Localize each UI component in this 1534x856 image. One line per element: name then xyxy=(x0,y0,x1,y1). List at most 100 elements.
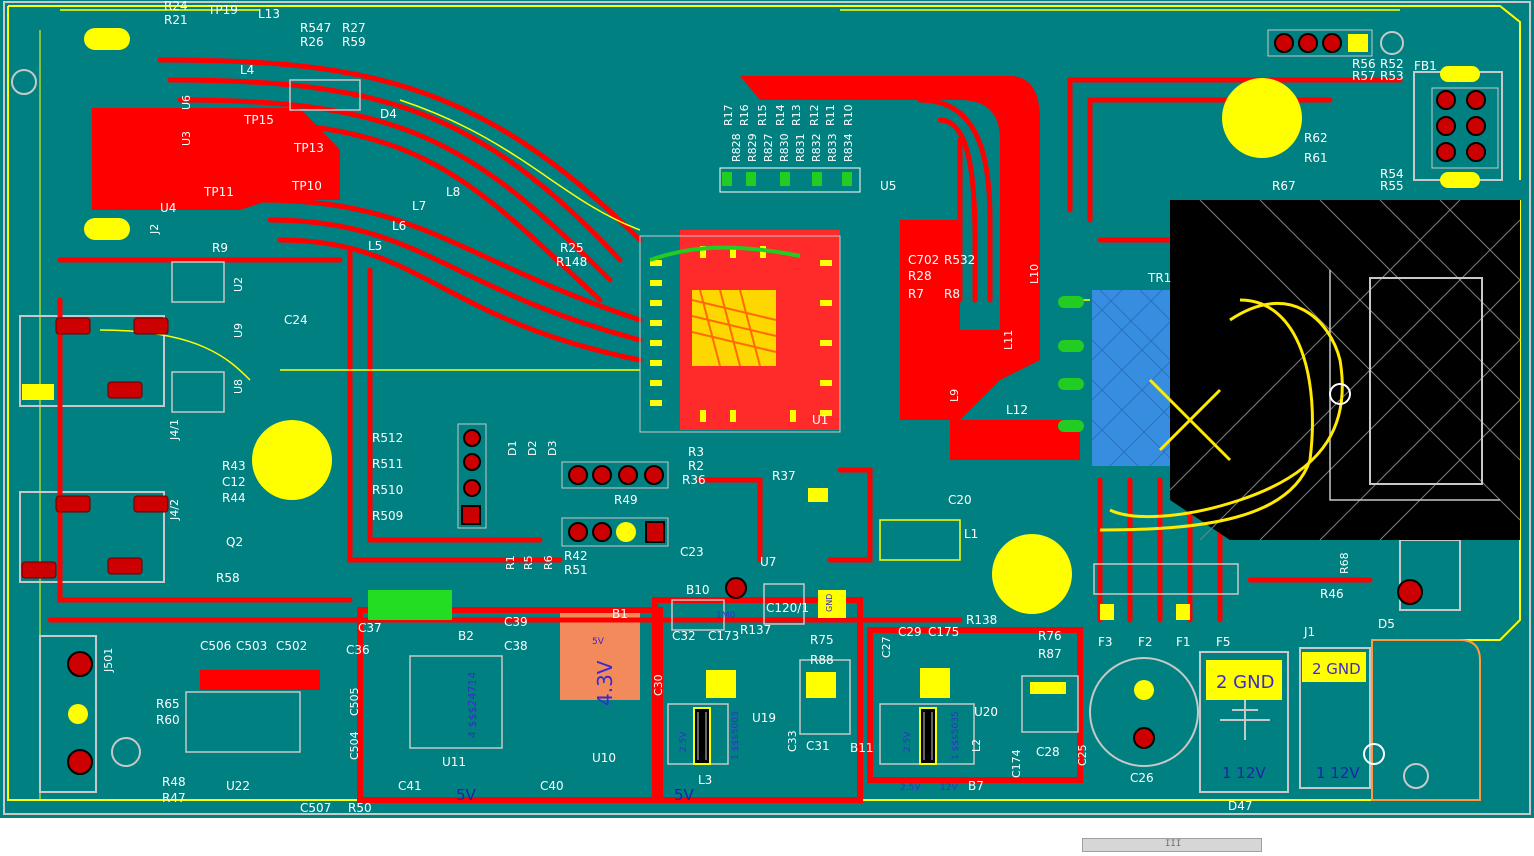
refdes-r148: R148 xyxy=(556,255,587,269)
annotation-part-5003: 1 $$$5003 xyxy=(731,711,741,760)
annotation-gnd-a: 2 GND xyxy=(1216,672,1274,693)
refdes-l10: L10 xyxy=(1028,264,1041,284)
refdes-c120-1: C120/1 xyxy=(766,601,809,615)
annotation-5v-b: 5V xyxy=(674,786,695,804)
annotation-12v-b: 1 12V xyxy=(1316,764,1360,782)
fuse-f2[interactable] xyxy=(1089,657,1199,767)
refdes-j1: J1 xyxy=(1303,625,1315,639)
refdes-u7: U7 xyxy=(760,555,776,569)
refdes-r42: R42 xyxy=(564,549,588,563)
refdes-r28: R28 xyxy=(908,269,932,283)
refdes-r61: R61 xyxy=(1304,151,1328,165)
refdes-l2: L2 xyxy=(970,739,983,752)
refdes-c27: C27 xyxy=(880,636,893,658)
refdes-r55: R55 xyxy=(1380,179,1404,193)
refdes-tp19: TP19 xyxy=(207,3,238,17)
refdes-b11: B11 xyxy=(850,741,874,755)
refdes-l9: L9 xyxy=(948,389,961,402)
refdes-d5: D5 xyxy=(1378,617,1395,631)
refdes-d3: D3 xyxy=(546,441,559,456)
refdes-r57: R57 xyxy=(1352,69,1376,83)
refdes-l3: L3 xyxy=(698,773,712,787)
refdes-r834: R834 xyxy=(842,133,855,162)
resistor-array[interactable] xyxy=(719,167,861,193)
refdes-r52: R52 xyxy=(1380,57,1404,71)
refdes-r13: R13 xyxy=(790,104,803,126)
refdes-r27: R27 xyxy=(342,21,366,35)
annotation-part-24714: 4 $$$24714 xyxy=(466,672,479,738)
annotation-1m0: 1M0 xyxy=(716,611,735,621)
refdes-c41: C41 xyxy=(398,779,422,793)
annotation-5v-c: 5V xyxy=(592,637,605,647)
mcu-u1[interactable] xyxy=(639,235,841,433)
refdes-c29: C29 xyxy=(898,625,922,639)
refdes-r10: R10 xyxy=(842,104,855,126)
refdes-c504: C504 xyxy=(348,731,361,760)
refdes-r51: R51 xyxy=(564,563,588,577)
horizontal-scrollbar-thumb[interactable]: III xyxy=(1082,838,1262,852)
refdes-r511: R511 xyxy=(372,457,403,471)
refdes-r87: R87 xyxy=(1038,647,1062,661)
refdes-r88: R88 xyxy=(810,653,834,667)
refdes-c38: C38 xyxy=(504,639,528,653)
refdes-c173: C173 xyxy=(708,629,739,643)
refdes-c506: C506 xyxy=(200,639,231,653)
net-annotations: 4.3V 5V 5V 5V 1 12V 1 12V 2 GND 2 GND 4 … xyxy=(456,594,1361,804)
refdes-c702: C702 xyxy=(908,253,939,267)
refdes-r68: R68 xyxy=(1338,552,1351,574)
refdes-d2: D2 xyxy=(526,441,539,456)
refdes-r26: R26 xyxy=(300,35,324,49)
refdes-u1: U1 xyxy=(812,413,828,427)
refdes-c36: C36 xyxy=(346,643,370,657)
refdes-r37: R37 xyxy=(772,469,796,483)
power-output-boxes[interactable] xyxy=(1199,647,1371,793)
refdes-u5: U5 xyxy=(880,179,896,193)
refdes-b7: B7 xyxy=(968,779,984,793)
refdes-c24: C24 xyxy=(284,313,308,327)
refdes-c503: C503 xyxy=(236,639,267,653)
annotation-2-5v-b: 2.5V xyxy=(903,731,913,752)
refdes-u2: U2 xyxy=(232,277,245,292)
refdes-c20: C20 xyxy=(948,493,972,507)
refdes-u22: U22 xyxy=(226,779,250,793)
refdes-d47: D47 xyxy=(1228,799,1253,813)
refdes-r53: R53 xyxy=(1380,69,1404,83)
mounting-holes xyxy=(252,78,1302,614)
refdes-r509: R509 xyxy=(372,509,403,523)
header-pins[interactable] xyxy=(67,29,1499,775)
refdes-r3: R3 xyxy=(688,445,704,459)
refdes-l12: L12 xyxy=(1006,403,1028,417)
refdes-r831: R831 xyxy=(794,133,807,162)
refdes-c507: C507 xyxy=(300,801,331,815)
refdes-r829: R829 xyxy=(746,133,759,162)
refdes-tp11: TP11 xyxy=(203,185,234,199)
annotation-12v-a: 1 12V xyxy=(1222,764,1266,782)
refdes-r21: R21 xyxy=(164,13,188,27)
refdes-r5: R5 xyxy=(522,555,535,570)
refdes-r827: R827 xyxy=(762,133,775,162)
annotation-gnd-b: 2 GND xyxy=(1312,660,1361,678)
refdes-r47: R47 xyxy=(162,791,186,805)
refdes-r6: R6 xyxy=(542,555,555,570)
refdes-r512: R512 xyxy=(372,431,403,445)
refdes-r24: R24 xyxy=(164,0,188,13)
refdes-tp13: TP13 xyxy=(293,141,324,155)
refdes-r547: R547 xyxy=(300,21,331,35)
refdes-f3: F3 xyxy=(1098,635,1113,649)
refdes-l13: L13 xyxy=(258,7,280,21)
refdes-r833: R833 xyxy=(826,133,839,162)
refdes-tr1: TR1 xyxy=(1147,271,1171,285)
smd-pads xyxy=(706,488,1190,698)
refdes-r137: R137 xyxy=(740,623,771,637)
annotation-4-3v: 4.3V xyxy=(593,660,617,706)
refdes-j4-2: J4/2 xyxy=(168,499,181,521)
refdes-r9: R9 xyxy=(212,241,228,255)
horizontal-scrollbar-track[interactable]: III xyxy=(0,818,1534,856)
refdes-c39: C39 xyxy=(504,615,528,629)
refdes-c174: C174 xyxy=(1010,749,1023,778)
refdes-r16: R16 xyxy=(738,104,751,126)
refdes-r36: R36 xyxy=(682,473,706,487)
refdes-c23: C23 xyxy=(680,545,704,559)
refdes-u3: U3 xyxy=(180,131,193,146)
